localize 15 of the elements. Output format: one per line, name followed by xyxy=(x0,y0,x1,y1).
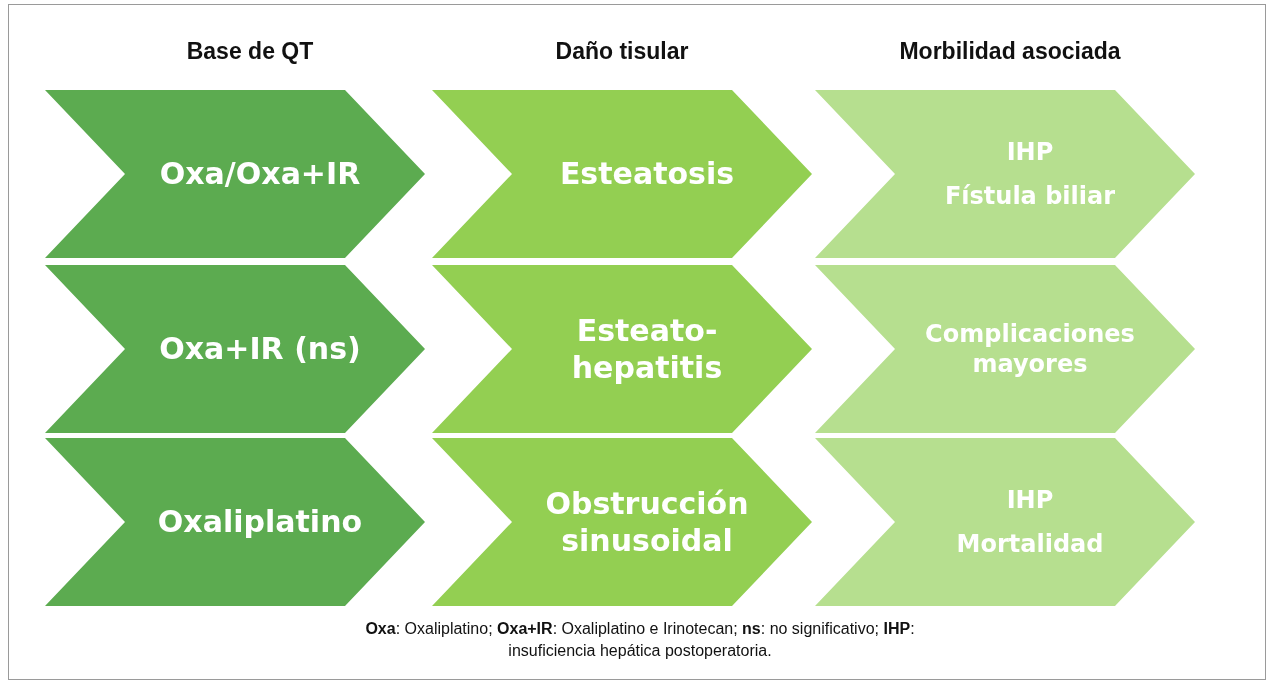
column-heading: Base de QT xyxy=(185,38,315,65)
step-label: IHP xyxy=(1006,485,1054,515)
column-heading: Morbilidad asociada xyxy=(898,38,1122,65)
step-label: IHP xyxy=(1006,137,1054,167)
step-label: Complicaciones mayores xyxy=(924,319,1136,379)
footnote: Oxa: Oxaliplatino; Oxa+IR: Oxaliplatino e Irinotecan; ns: no significativo; IHP: insuficiencia hepática postoperatoria. xyxy=(364,619,916,661)
step-label: Oxaliplatino xyxy=(157,503,363,541)
step-label: Oxa/Oxa+IR xyxy=(159,155,361,193)
column-heading: Daño tisular xyxy=(554,38,690,65)
step-label: Oxa+IR (ns) xyxy=(159,330,361,368)
step-label: Fístula biliar xyxy=(944,181,1116,211)
step-label: Mortalidad xyxy=(956,529,1104,559)
step-label: Obstrucción sinusoidal xyxy=(544,484,750,560)
step-label: Esteatosis xyxy=(559,155,735,193)
step-label: Esteato- hepatitis xyxy=(570,311,724,387)
